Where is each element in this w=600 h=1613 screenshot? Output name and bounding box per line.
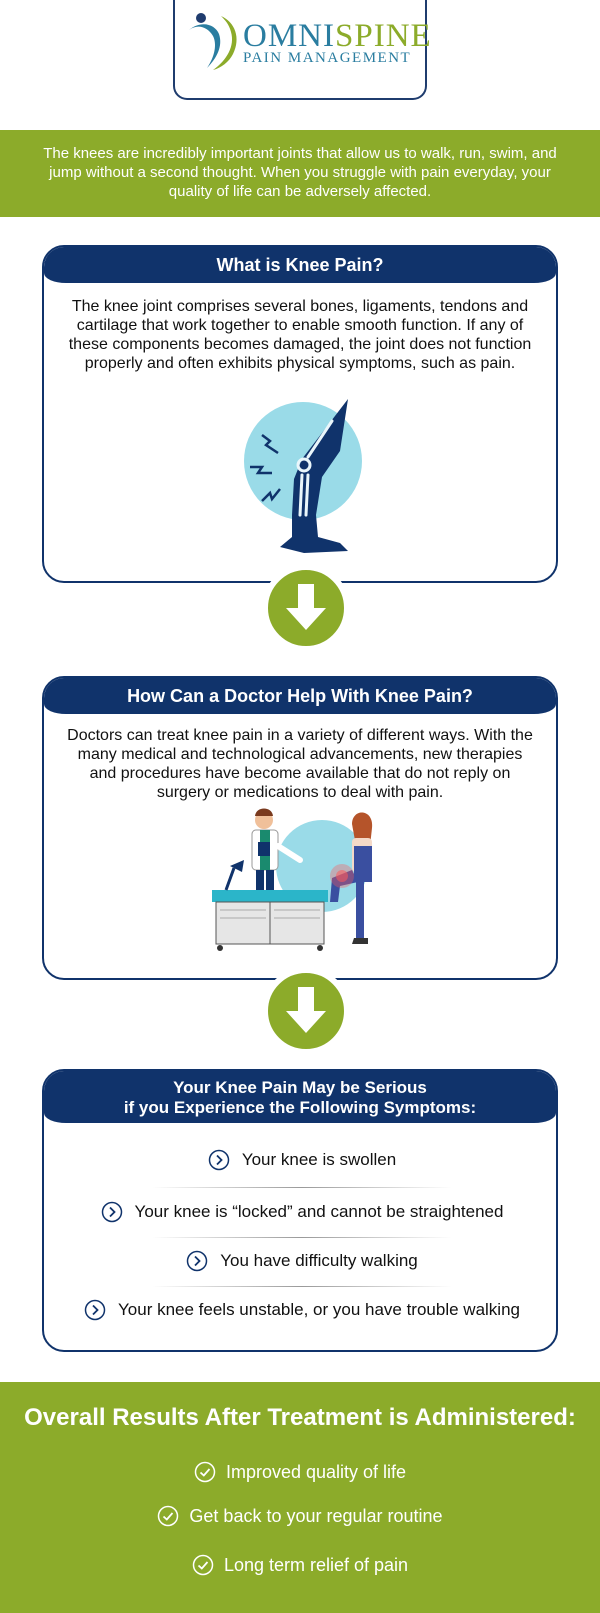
chevron-right-icon [208, 1149, 230, 1171]
check-circle-icon [192, 1554, 214, 1576]
result-text: Long term relief of pain [223, 1554, 409, 1575]
knee-pain-icon [244, 399, 362, 553]
chevron-right-icon [101, 1201, 122, 1223]
results-title: Overall Results After Treatment is Admin… [24, 1404, 576, 1431]
symptom-text: Your knee is “locked” and cannot be stra… [134, 1202, 504, 1221]
logo-spine: SPINE [335, 18, 432, 54]
logo-omni: OMNI [243, 18, 335, 54]
knee-pain-text: The knee joint comprises several bones, … [68, 298, 532, 372]
logo: OMNISPINE PAIN MANAGEMENT [173, 0, 431, 100]
result-item: Long term relief of pain [0, 1552, 600, 1578]
divider [152, 1187, 452, 1188]
intro-text: The knees are incredibly important joint… [43, 145, 557, 200]
symptom-item: Your knee is “locked” and cannot be stra… [44, 1199, 556, 1225]
intro-banner: The knees are incredibly important joint… [0, 130, 600, 217]
symptom-item: Your knee feels unstable, or you have tr… [44, 1297, 556, 1323]
logo-tagline: PAIN MANAGEMENT [243, 50, 412, 66]
down-arrow-icon [262, 564, 350, 652]
symptom-item: You have difficulty walking [44, 1248, 556, 1274]
results-banner: Overall Results After Treatment is Admin… [0, 1382, 600, 1613]
symptoms-heading-line1: Your Knee Pain May be Serious [173, 1078, 427, 1097]
divider [152, 1237, 452, 1238]
symptom-text: Your knee is swollen [241, 1150, 397, 1169]
divider [152, 1286, 452, 1287]
result-text: Get back to your regular routine [189, 1505, 443, 1526]
down-arrow-icon [262, 967, 350, 1055]
symptoms-heading: Your Knee Pain May be Serious if you Exp… [44, 1071, 556, 1123]
doctor-help-heading: How Can a Doctor Help With Knee Pain? [44, 678, 556, 714]
check-circle-icon [194, 1461, 216, 1483]
chevron-right-icon [186, 1250, 208, 1272]
doctor-help-card: How Can a Doctor Help With Knee Pain? Do… [42, 676, 558, 980]
result-item: Get back to your regular routine [0, 1503, 600, 1529]
logo-figure-icon [189, 13, 237, 70]
chevron-right-icon [84, 1299, 106, 1321]
symptoms-card: Your Knee Pain May be Serious if you Exp… [42, 1069, 558, 1352]
result-text: Improved quality of life [225, 1461, 407, 1482]
symptom-text: You have difficulty walking [220, 1251, 418, 1270]
logo-wordmark: OMNISPINE [243, 20, 432, 53]
check-circle-icon [158, 1505, 179, 1527]
knee-pain-card: What is Knee Pain? The knee joint compri… [42, 245, 558, 583]
symptom-text: Your knee feels unstable, or you have tr… [118, 1300, 520, 1319]
result-item: Improved quality of life [0, 1459, 600, 1485]
symptoms-heading-line2: if you Experience the Following Symptoms… [123, 1098, 477, 1117]
doctor-patient-icon [212, 808, 373, 951]
knee-pain-heading: What is Knee Pain? [44, 247, 556, 283]
symptom-item: Your knee is swollen [44, 1147, 556, 1173]
doctor-help-text: Doctors can treat knee pain in a variety… [67, 727, 533, 801]
